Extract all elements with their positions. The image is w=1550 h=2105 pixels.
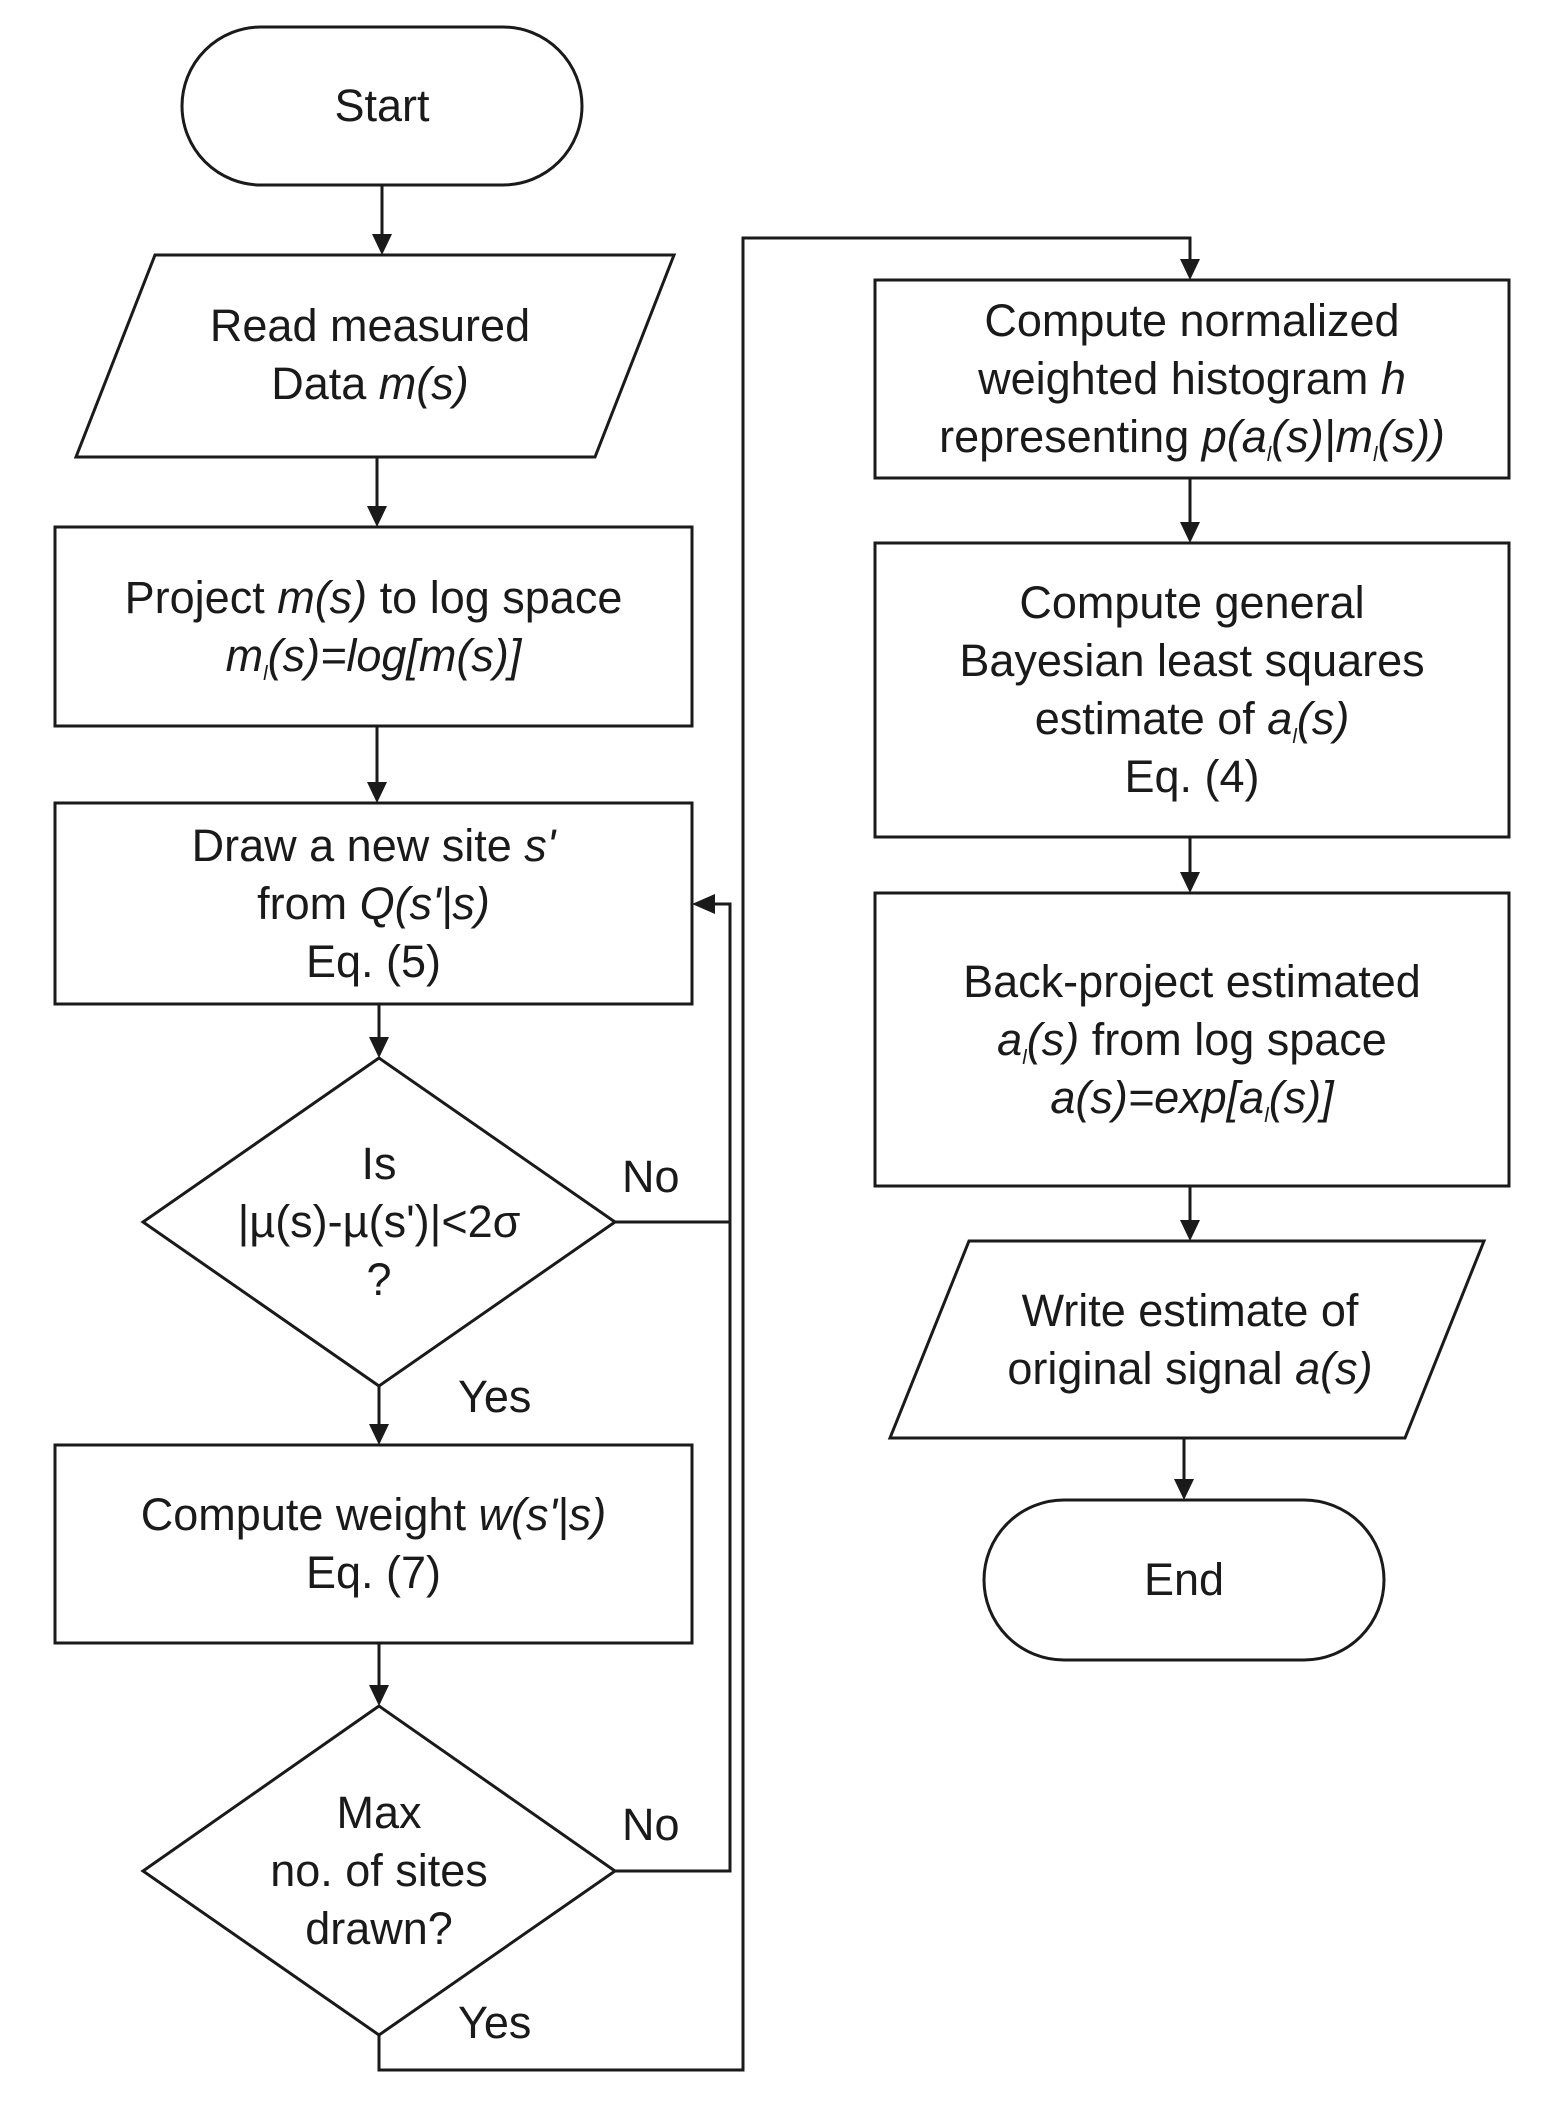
arrowhead — [367, 506, 387, 527]
histogram-box — [873, 278, 1511, 480]
edge-label-max-no: No — [622, 1799, 680, 1850]
arrowhead — [1174, 1479, 1194, 1500]
decision-max-line2: no. of sites — [270, 1845, 488, 1896]
backproject-box — [873, 891, 1511, 1188]
decision-max-label: Max no. of sites drawn? — [200, 1771, 558, 1971]
draw-site-line3: Eq. (5) — [305, 935, 442, 987]
connector-mu-no-loop — [615, 902, 732, 1224]
draw-site-label: Draw a new site s' from Q(s'|s) Eq. (5) — [55, 803, 692, 1004]
compute-weight-line1: Compute weight w(s'|s) — [140, 1489, 607, 1540]
arrowhead — [1180, 1220, 1200, 1241]
project-log-line2: ml(s)=log[m(s)] — [225, 629, 522, 685]
write-estimate-line1: Write estimate of — [1021, 1285, 1359, 1336]
read-data-line2: Data m(s) — [271, 358, 469, 409]
read-data-label: Read measured Data m(s) — [120, 270, 620, 440]
project-log-box — [53, 525, 694, 728]
draw-site-line1: Draw a new site s' — [191, 819, 556, 871]
bayesian-label: Compute general Bayesian least squares e… — [875, 543, 1509, 837]
arrowhead — [1180, 522, 1200, 543]
arrowhead — [1180, 259, 1200, 280]
arrowhead — [1180, 872, 1200, 893]
read-data-parallelogram — [73, 253, 677, 459]
start-text: Start — [334, 80, 430, 131]
bayesian-box — [873, 541, 1511, 839]
write-estimate-label: Write estimate of original signal a(s) — [935, 1255, 1445, 1425]
compute-weight-box — [53, 1443, 694, 1645]
edge-label-mu-yes: Yes — [458, 1371, 532, 1422]
draw-site-line2: from Q(s'|s) — [257, 877, 490, 929]
arrowhead — [372, 234, 392, 255]
connector-max-no-loop — [615, 1222, 732, 1873]
histogram-line2: weighted histogram h — [978, 353, 1406, 404]
backproject-label: Back-project estimated al(s) from log sp… — [875, 893, 1509, 1186]
bayesian-line3: estimate of al(s) — [1034, 693, 1350, 749]
arrowhead — [369, 1685, 389, 1706]
bayesian-line4: Eq. (4) — [1124, 751, 1260, 802]
arrowhead — [369, 1037, 389, 1058]
backproject-line1: Back-project estimated — [963, 955, 1421, 1007]
decision-max-line3: drawn? — [305, 1903, 453, 1954]
histogram-line3: representing p(al(s)|ml(s)) — [939, 411, 1445, 467]
backproject-line2: al(s) from log space — [997, 1013, 1387, 1069]
decision-mu-line2: |µ(s)-µ(s')|<2σ — [237, 1196, 521, 1247]
compute-weight-line2: Eq. (7) — [305, 1547, 442, 1598]
draw-site-box — [53, 801, 694, 1006]
decision-mu-line3: ? — [366, 1254, 392, 1305]
edge-label-mu-no: No — [622, 1151, 680, 1202]
start-label: Start — [182, 27, 582, 185]
end-label: End — [984, 1500, 1384, 1660]
decision-mu-line1: Is — [361, 1138, 397, 1189]
bayesian-line1: Compute general — [1019, 577, 1365, 628]
edge-label-max-yes: Yes — [458, 1997, 532, 2048]
read-data-line1: Read measured — [209, 300, 531, 351]
bayesian-line2: Bayesian least squares — [959, 635, 1425, 686]
write-estimate-parallelogram — [887, 1239, 1487, 1440]
connector-max-yes-to-histogram — [377, 236, 1192, 2072]
decision-max-line1: Max — [336, 1787, 422, 1838]
arrowhead — [367, 782, 387, 803]
backproject-line3: a(s)=exp[al(s)] — [1050, 1071, 1334, 1127]
arrowhead — [692, 894, 715, 914]
compute-weight-label: Compute weight w(s'|s) Eq. (7) — [55, 1445, 692, 1643]
arrowhead — [369, 1424, 389, 1445]
write-estimate-line2: original signal a(s) — [1007, 1343, 1373, 1394]
histogram-line1: Compute normalized — [984, 295, 1400, 346]
histogram-label: Compute normalized weighted histogram h … — [875, 280, 1509, 478]
decision-mu-label: Is |µ(s)-µ(s')|<2σ ? — [200, 1122, 558, 1322]
project-log-line1: Project m(s) to log space — [124, 571, 623, 623]
project-log-label: Project m(s) to log space ml(s)=log[m(s)… — [55, 527, 692, 726]
end-text: End — [1143, 1554, 1225, 1605]
